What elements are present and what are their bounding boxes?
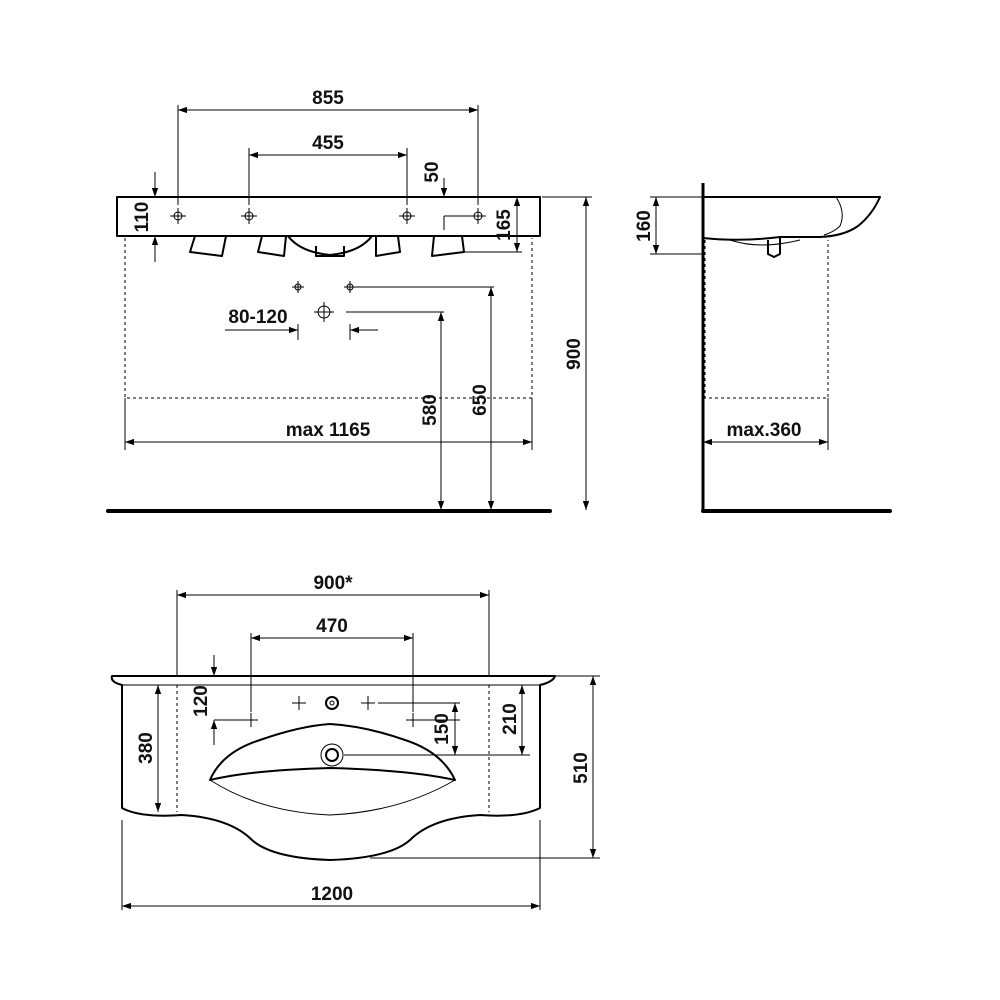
top-view: 900* 470 120 150 210 380 510 1200	[110, 573, 600, 910]
front-lug	[257, 235, 287, 257]
label-900-top: 900*	[313, 573, 353, 594]
top-extension-lines	[121, 590, 600, 910]
label-120: 120	[191, 685, 212, 717]
top-dimension-lines	[122, 591, 597, 910]
side-dimension-lines	[652, 197, 828, 446]
label-160: 160	[634, 210, 655, 242]
side-basin-inner	[823, 196, 843, 236]
side-view: 160 max.360	[634, 183, 892, 513]
label-855: 855	[312, 88, 344, 109]
front-bowl	[287, 235, 373, 256]
front-fixing-holes	[170, 208, 486, 224]
label-max1165: max 1165	[286, 420, 371, 441]
top-crosses	[244, 696, 420, 727]
front-lug	[189, 235, 227, 257]
top-drain	[320, 743, 344, 767]
label-380: 380	[136, 732, 157, 764]
top-basin-outline	[110, 675, 556, 861]
label-110: 110	[132, 202, 153, 233]
front-dimension-lines	[125, 106, 590, 510]
top-bowl	[209, 723, 456, 781]
label-580: 580	[420, 394, 441, 426]
label-165: 165	[494, 209, 515, 241]
front-view: 855 455 50 110 165 80-120 580 650 900 ma…	[106, 88, 592, 513]
label-max360: max.360	[726, 420, 801, 441]
label-455: 455	[312, 133, 344, 154]
side-drain	[767, 238, 781, 258]
label-650: 650	[470, 384, 491, 416]
front-lug	[315, 246, 345, 257]
side-basin-outline	[702, 196, 881, 241]
label-510: 510	[571, 752, 592, 784]
front-basin-outline	[116, 196, 541, 237]
top-tap-hole	[325, 696, 339, 710]
label-900: 900	[564, 338, 585, 370]
front-lug	[431, 235, 465, 257]
label-150: 150	[432, 713, 453, 745]
side-cabinet-outline	[704, 240, 829, 399]
front-cabinet-outline	[124, 238, 533, 399]
label-210: 210	[500, 703, 521, 735]
label-470: 470	[316, 616, 348, 637]
top-bowl-lower	[209, 779, 456, 816]
front-lug	[375, 235, 401, 257]
label-80-120: 80-120	[228, 307, 287, 328]
label-50: 50	[422, 161, 443, 182]
side-bowl-bottom	[729, 239, 801, 246]
label-1200: 1200	[311, 884, 353, 905]
side-extension-lines	[650, 196, 829, 450]
front-pipe-symbols	[292, 281, 356, 322]
